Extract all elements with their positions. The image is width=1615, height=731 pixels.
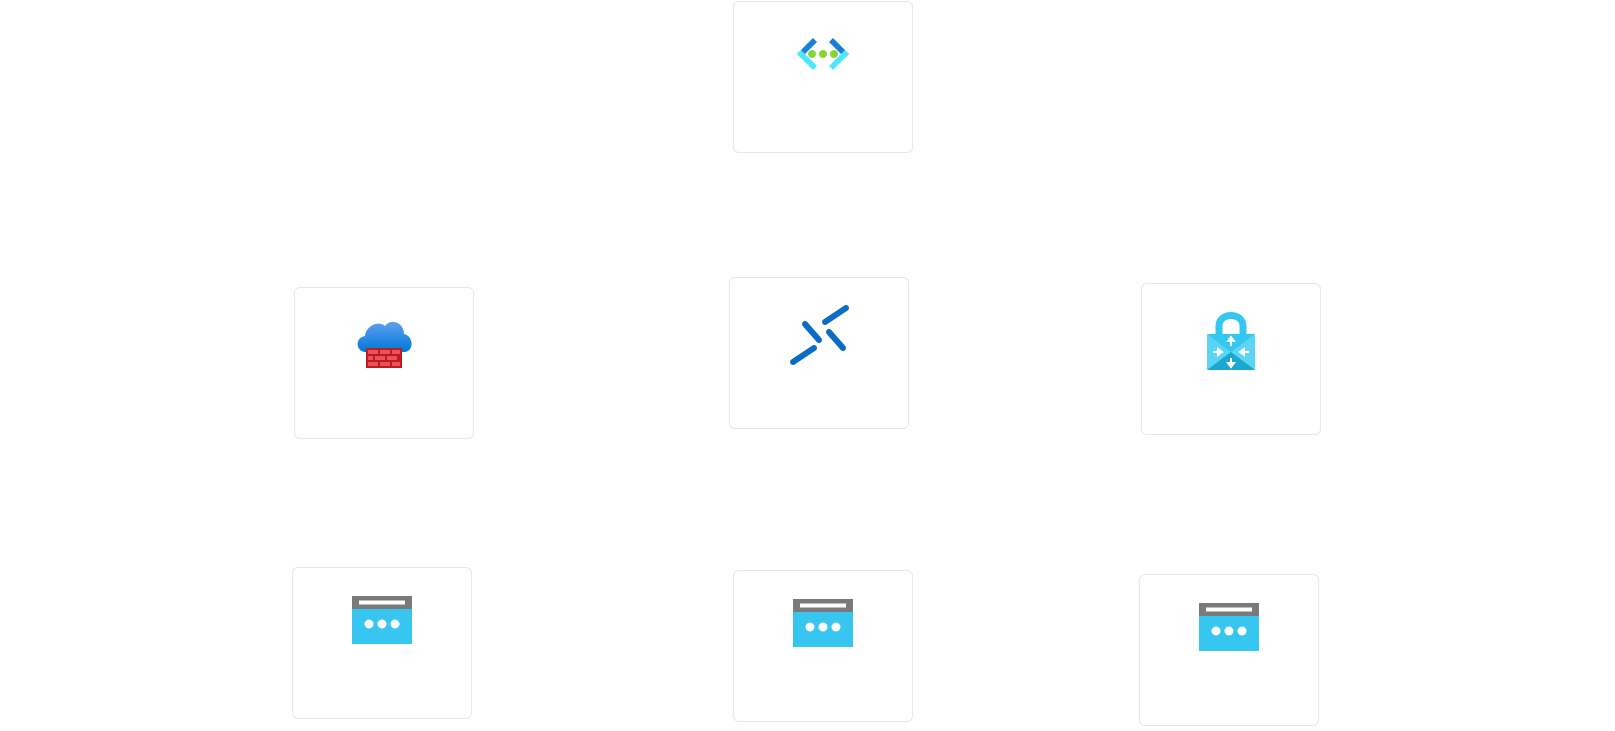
subnet-icon <box>1197 599 1261 663</box>
vpn-gateway-node[interactable] <box>1141 283 1321 435</box>
subnet-icon <box>791 595 855 659</box>
virtual-network-node[interactable] <box>733 1 913 153</box>
virtual-network-icon <box>791 26 855 90</box>
vpn-gateway-icon <box>1199 308 1263 372</box>
subnet-node-2[interactable] <box>733 570 913 722</box>
subnet-node-1[interactable] <box>292 567 472 719</box>
subnet-node-3[interactable] <box>1139 574 1319 726</box>
peering-node[interactable] <box>729 277 909 429</box>
peering-icon <box>787 302 851 366</box>
firewall-icon <box>352 312 416 376</box>
subnet-icon <box>350 592 414 656</box>
firewall-node[interactable] <box>294 287 474 439</box>
